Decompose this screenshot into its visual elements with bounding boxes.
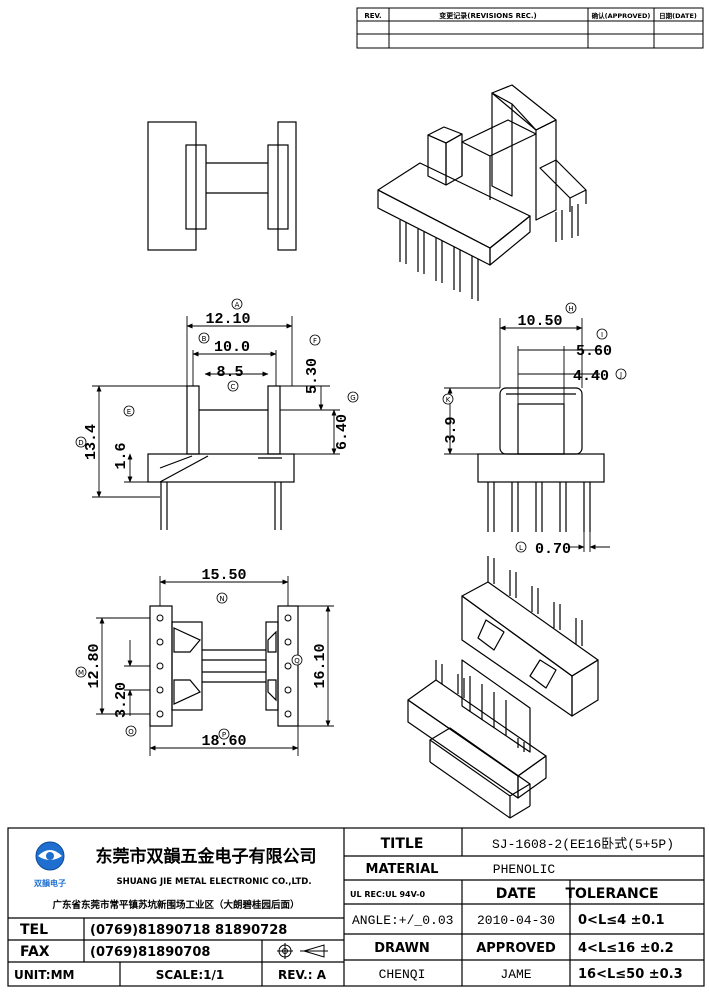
changes-header: 变更记录(REVISIONS REC.) [439,11,537,20]
bottom-view-dimension-lines [96,576,334,756]
approved-value: JAME [500,967,531,982]
callout-n: N [219,595,224,603]
front-view-callouts [75,298,359,448]
callout-o: O [128,728,134,736]
dim-a-value: 12.10 [205,311,250,328]
dim-d-value: 13.4 [83,424,100,460]
title-label: TITLE [381,836,424,852]
scale-label: SCALE:1/1 [156,968,224,982]
callout-l: L [519,544,523,552]
callout-p: P [222,731,226,739]
dim-i-value: 5.60 [576,343,612,360]
angle-label: ANGLE:+/_0.03 [352,913,453,928]
ul-label: UL REC:UL 94V-0 [350,890,426,899]
callout-m: M [78,669,84,677]
date-header: 日期(DATE) [659,11,697,20]
callout-a: A [235,301,240,309]
dim-f-value: 5.30 [304,358,321,394]
company-logo [35,841,65,871]
drawn-label: DRAWN [374,941,430,956]
material-label: MATERIAL [366,862,439,877]
date-value: 2010-04-30 [477,913,555,928]
dim-q-value: 16.10 [312,643,329,688]
tolerance-3: 16<L≤50 ±0.3 [578,967,683,982]
side-view-callouts [442,302,627,553]
dim-c-value: 8.5 [216,364,243,381]
dim-o-value: 3.20 [113,682,130,718]
dim-p-value: 18.60 [201,733,246,750]
tolerance-2: 4<L≤16 ±0.2 [578,941,674,956]
isometric-view-top [377,84,587,301]
bottom-view-callouts [75,592,303,740]
callout-h: H [568,305,573,313]
rev-header: REV. [364,12,381,20]
fax-label: FAX [20,944,50,960]
dim-e-value: 1.6 [113,442,130,469]
logo-text: 双韻电子 [34,878,66,888]
callout-q: Q [294,657,300,665]
side-view [477,387,605,532]
dim-h-value: 10.50 [517,313,562,330]
rev-label: REV.: A [278,968,327,982]
dim-g-value: 6.40 [334,414,351,450]
callout-f: F [313,337,317,345]
bottom-view-pins [156,614,292,718]
tolerance-1: 0<L≤4 ±0.1 [578,913,665,928]
callout-g: G [350,394,355,402]
front-view-dimension-lines [92,316,340,498]
fax-value: (0769)81890708 [90,945,210,960]
company-name-en: SHUANG JIE METAL ELECTRONIC CO.,LTD. [116,877,311,887]
front-view [147,385,295,530]
approved-label: APPROVED [476,941,556,956]
company-address: 广东省东莞市常平镇苏坑新围场工业区（大朗碧桂园后面） [52,899,299,911]
title-block-grid [7,827,705,987]
callout-b: B [202,335,207,343]
callout-d: D [78,439,83,447]
isometric-view-bottom [407,556,599,819]
dim-b-value: 10.0 [214,339,250,356]
callout-k: K [446,396,451,404]
tel-label: TEL [20,922,48,938]
unit-label: UNIT:MM [14,968,74,982]
dim-k-value: 3.9 [443,416,460,443]
callout-c: C [231,383,236,391]
revision-table [356,7,704,49]
callout-j: J [619,371,622,379]
approved-header: 确认(APPROVED) [592,11,651,20]
side-view-dimension-lines [444,318,610,552]
company-name-cn: 东莞市双韻五金电子有限公司 [96,846,317,867]
dim-n-value: 15.50 [201,567,246,584]
material-value: PHENOLIC [493,862,556,877]
tel-value: (0769)81890718 81890728 [90,923,287,938]
callout-i: I [601,331,603,339]
dim-m-value: 12.80 [86,643,103,688]
date-label: DATE [496,886,536,902]
bottom-view [149,605,299,727]
top-view [147,121,297,251]
drawn-value: CHENQI [379,967,426,982]
dim-j-value: 4.40 [573,368,609,385]
callout-e: E [127,408,131,416]
dim-l-value: 0.70 [535,541,571,558]
projection-symbol-icon [277,943,328,959]
tolerance-label: TOLERANCE [565,886,658,902]
title-value: SJ-1608-2(EE16卧式(5+5P) [492,837,674,852]
